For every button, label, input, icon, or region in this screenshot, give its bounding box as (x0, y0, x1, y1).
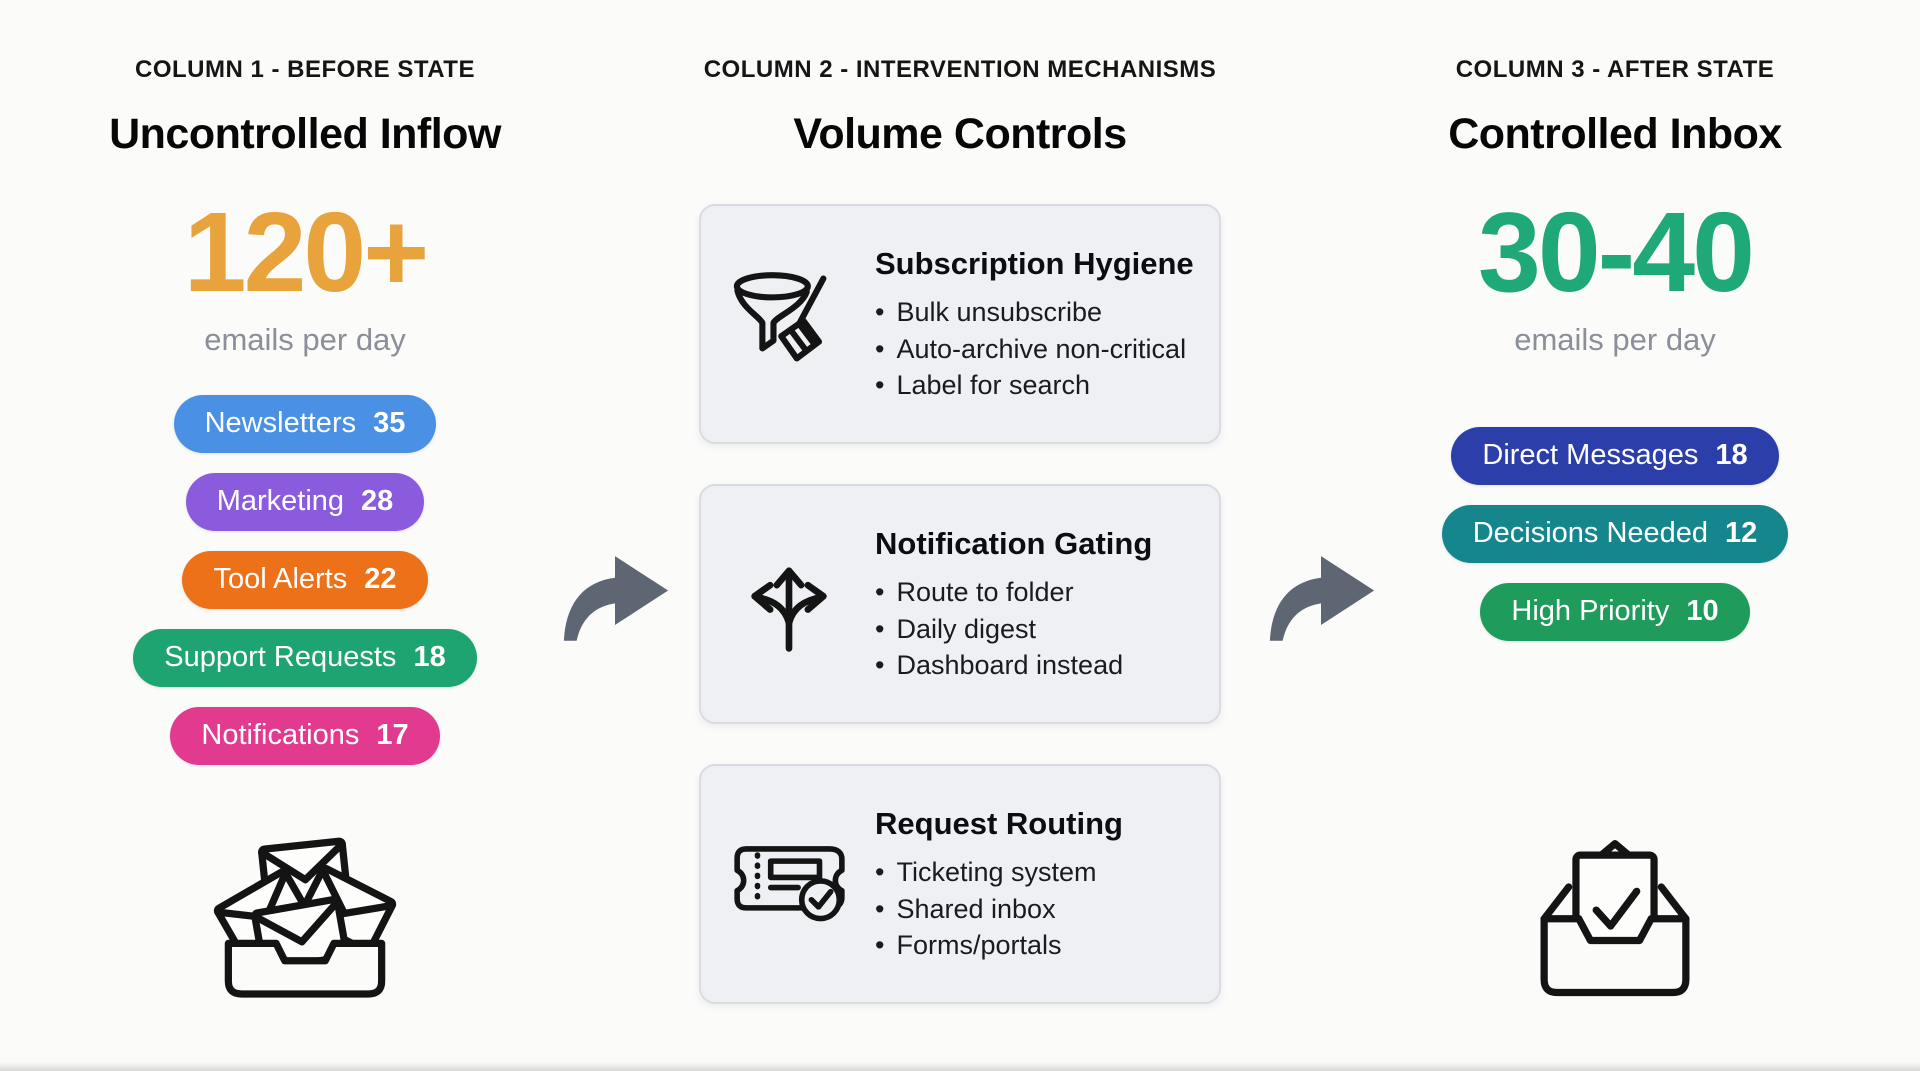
pill-label: Support Requests (164, 641, 397, 674)
column-after-state: COLUMN 3 - AFTER STATE Controlled Inbox … (1310, 40, 1920, 1007)
card-bullet: Label for search (875, 367, 1194, 404)
after-metric-label: emails per day (1514, 322, 1716, 358)
pill-direct-messages: Direct Messages 18 (1451, 426, 1779, 485)
pill-high-priority: High Priority 10 (1480, 582, 1750, 641)
after-metric-value: 30-40 (1477, 189, 1755, 316)
pill-count: 18 (413, 641, 446, 674)
card-title: Notification Gating (875, 525, 1153, 561)
before-title: Uncontrolled Inflow (109, 109, 501, 158)
pill-count: 22 (364, 563, 397, 596)
pill-count: 35 (373, 407, 406, 440)
pill-label: Notifications (201, 719, 360, 752)
card-subscription-hygiene: Subscription Hygiene Bulk unsubscribe Au… (699, 204, 1221, 445)
pill-marketing: Marketing 28 (185, 472, 425, 531)
card-bullet-list: Bulk unsubscribe Auto-archive non-critic… (875, 294, 1194, 404)
card-bullet: Shared inbox (875, 891, 1123, 928)
pill-count: 12 (1725, 517, 1758, 550)
ticket-check-icon (725, 799, 853, 969)
pill-label: Decisions Needed (1472, 517, 1709, 550)
card-bullet: Forms/portals (875, 927, 1123, 964)
intervention-card-list: Subscription Hygiene Bulk unsubscribe Au… (699, 204, 1221, 1005)
bottom-edge-shadow (0, 1062, 1920, 1071)
pill-count: 18 (1715, 439, 1748, 472)
card-bullet-list: Ticketing system Shared inbox Forms/port… (875, 854, 1123, 964)
card-bullet: Route to folder (875, 574, 1152, 611)
card-bullet: Bulk unsubscribe (875, 294, 1194, 331)
interventions-title: Volume Controls (793, 109, 1127, 158)
flow-arrow-interventions-to-after-icon (1262, 542, 1380, 646)
interventions-kicker: COLUMN 2 - INTERVENTION MECHANISMS (703, 56, 1217, 83)
pill-tool-alerts: Tool Alerts 22 (182, 550, 428, 609)
pill-newsletters: Newsletters 35 (173, 394, 437, 453)
card-bullet-list: Route to folder Daily digest Dashboard i… (875, 574, 1152, 684)
card-title: Subscription Hygiene (875, 245, 1194, 281)
pill-count: 10 (1686, 595, 1719, 628)
pill-count: 28 (361, 485, 394, 518)
pill-label: Tool Alerts (213, 563, 348, 596)
pill-decisions-needed: Decisions Needed 12 (1441, 504, 1789, 563)
flow-arrow-before-to-interventions-icon (556, 542, 674, 646)
before-kicker: COLUMN 1 - BEFORE STATE (135, 56, 475, 83)
card-request-routing: Request Routing Ticketing system Shared … (699, 764, 1221, 1005)
column-interventions: COLUMN 2 - INTERVENTION MECHANISMS Volum… (655, 40, 1265, 1005)
card-title: Request Routing (875, 805, 1123, 841)
pill-support-requests: Support Requests 18 (133, 628, 477, 687)
card-notification-gating: Notification Gating Route to folder Dail… (699, 484, 1221, 725)
pill-label: Marketing (216, 485, 345, 518)
before-metric-label: emails per day (204, 322, 406, 358)
before-pill-list: Newsletters 35 Marketing 28 Tool Alerts … (133, 394, 477, 765)
after-pill-list: Direct Messages 18 Decisions Needed 12 H… (1441, 426, 1789, 641)
before-metric-value: 120+ (183, 189, 430, 316)
card-bullet: Auto-archive non-critical (875, 331, 1194, 368)
overflowing-inbox-icon (205, 819, 405, 1007)
pill-notifications: Notifications 17 (170, 706, 440, 765)
after-title: Controlled Inbox (1448, 109, 1782, 158)
pill-count: 17 (376, 719, 409, 752)
card-bullet: Daily digest (875, 611, 1152, 648)
column-before-state: COLUMN 1 - BEFORE STATE Uncontrolled Inf… (0, 40, 610, 1007)
pill-label: High Priority (1511, 595, 1670, 628)
card-bullet: Dashboard instead (875, 647, 1152, 684)
after-kicker: COLUMN 3 - AFTER STATE (1455, 56, 1775, 83)
pill-label: Direct Messages (1482, 439, 1699, 472)
branching-arrows-icon (725, 519, 853, 689)
funnel-broom-icon (725, 239, 853, 409)
inbox-check-icon (1515, 819, 1715, 1007)
card-bullet: Ticketing system (875, 854, 1123, 891)
pill-label: Newsletters (204, 407, 357, 440)
